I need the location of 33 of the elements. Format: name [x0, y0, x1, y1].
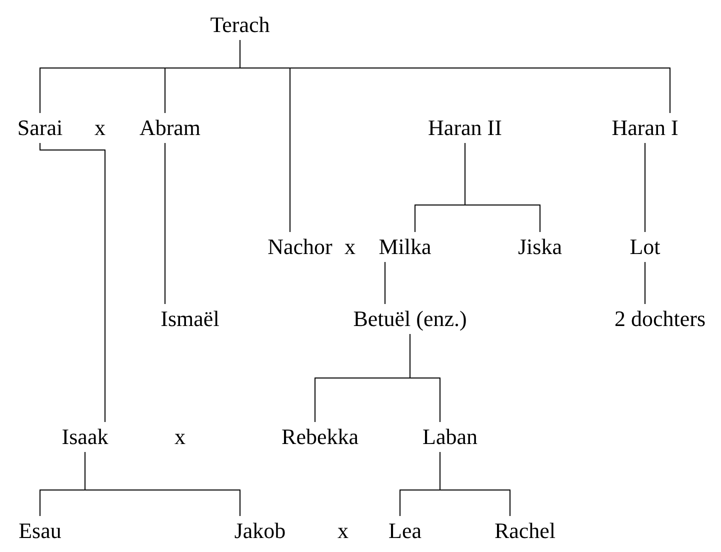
person-name: Haran I	[612, 115, 678, 141]
tree-line	[464, 142, 540, 232]
tree-line	[440, 452, 510, 516]
person-name: Rebekka	[282, 424, 358, 450]
person-name: 2 dochters	[614, 306, 706, 332]
tree-line	[240, 40, 670, 114]
person-name: Abram	[139, 115, 201, 141]
person-name: Laban	[422, 424, 478, 450]
person-name: Nachor	[268, 234, 332, 260]
tree-line	[40, 142, 106, 422]
person-name: Milka	[378, 234, 432, 260]
person-name: Betuël (enz.)	[353, 306, 467, 332]
person-name: Sarai	[17, 115, 63, 141]
marriage-mark: x	[338, 518, 348, 544]
person-name: Jakob	[234, 518, 286, 544]
tree-line	[644, 142, 646, 232]
person-name: Ismaël	[160, 306, 220, 332]
tree-line	[384, 262, 386, 304]
person-name: Isaak	[62, 424, 108, 450]
person-name: Terach	[210, 12, 270, 38]
marriage-mark: x	[344, 234, 356, 260]
person-name: Rachel	[494, 518, 556, 544]
tree-line	[164, 142, 166, 304]
person-name: Haran II	[428, 115, 502, 141]
tree-line	[410, 334, 440, 422]
tree-line	[84, 452, 240, 516]
person-name: Lot	[630, 234, 660, 260]
person-name: Jiska	[518, 234, 562, 260]
marriage-mark: x	[94, 115, 106, 141]
tree-line	[644, 262, 646, 304]
marriage-mark: x	[174, 424, 186, 450]
person-name: Lea	[388, 518, 422, 544]
person-name: Esau	[18, 518, 62, 544]
